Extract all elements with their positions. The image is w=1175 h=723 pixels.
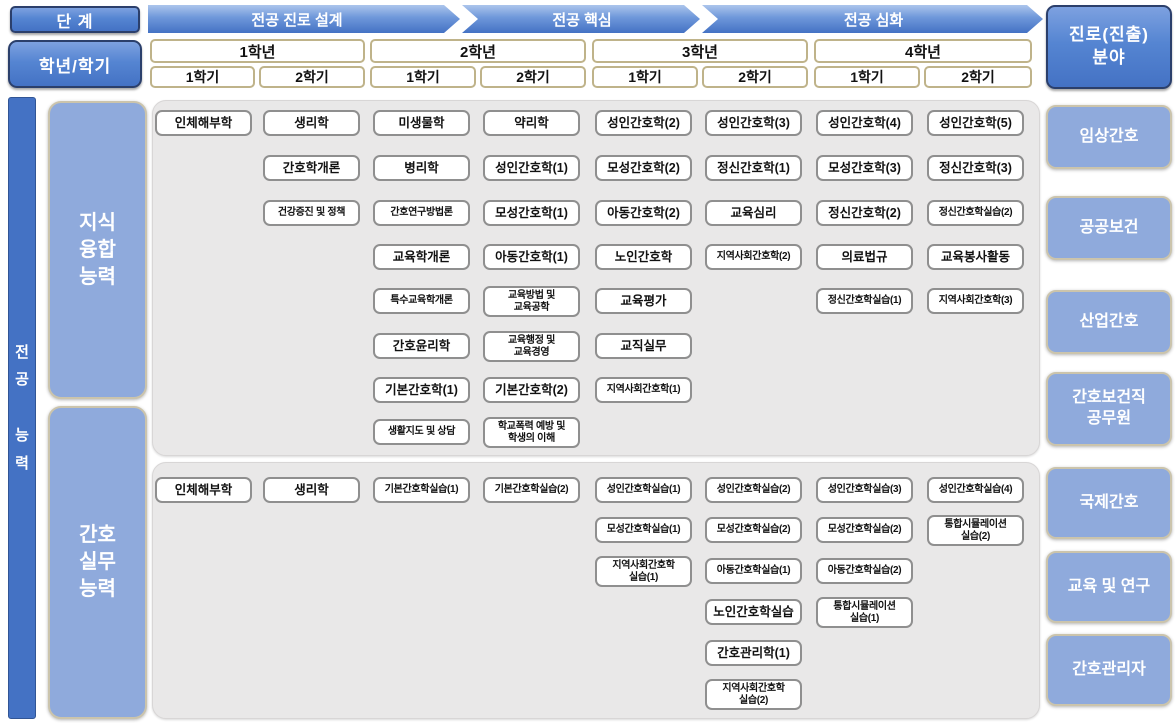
- course-box: 모성간호학실습(2): [705, 517, 802, 543]
- course-box: 모성간호학(2): [595, 155, 692, 181]
- course-box: 인체해부학: [155, 110, 252, 136]
- course-box: 교육학개론: [373, 244, 470, 270]
- stage-arrow-2: 전공 핵심: [462, 5, 700, 33]
- course-box: 기본간호학(2): [483, 377, 580, 403]
- competency-box-2: 간호 실무 능력: [48, 406, 147, 719]
- career-field-box-5: 국제간호: [1046, 467, 1172, 539]
- course-box: 통합시뮬레이션 실습(1): [816, 597, 913, 628]
- course-box: 정신간호학실습(2): [927, 200, 1024, 226]
- course-box: 간호관리학(1): [705, 640, 802, 666]
- course-box: 아동간호학실습(2): [816, 558, 913, 584]
- year-cell-2: 2학년: [370, 39, 586, 63]
- course-box: 모성간호학실습(1): [595, 517, 692, 543]
- year-cell-1: 1학년: [150, 39, 365, 63]
- course-box: 간호연구방법론: [373, 200, 470, 226]
- course-box: 지역사회간호학(1): [595, 377, 692, 403]
- career-field-box-6: 교육 및 연구: [1046, 551, 1172, 623]
- course-box: 교육방법 및 교육공학: [483, 286, 580, 317]
- course-box: 특수교육학개론: [373, 288, 470, 314]
- course-box: 교육행정 및 교육경영: [483, 331, 580, 362]
- course-box: 인체해부학: [155, 477, 252, 503]
- course-box: 건강증진 및 정책: [263, 200, 360, 226]
- course-box: 지역사회간호학(2): [705, 244, 802, 270]
- course-box: 성인간호학실습(4): [927, 477, 1024, 503]
- course-box: 정신간호학(2): [816, 200, 913, 226]
- major-ability-rail: 전 공 능 력: [8, 97, 36, 719]
- semester-cell-1-2: 2학기: [259, 66, 365, 88]
- course-box: 학교폭력 예방 및 학생의 이해: [483, 417, 580, 448]
- year-cell-4: 4학년: [814, 39, 1032, 63]
- course-box: 성인간호학실습(1): [595, 477, 692, 503]
- semester-cell-4-1: 1학기: [814, 66, 920, 88]
- stage-label-box: 단 계: [10, 6, 140, 33]
- course-box: 교육심리: [705, 200, 802, 226]
- career-field-box-2: 공공보건: [1046, 196, 1172, 260]
- course-box: 성인간호학(3): [705, 110, 802, 136]
- panel-nursing-practice: [152, 462, 1040, 719]
- course-box: 기본간호학실습(1): [373, 477, 470, 503]
- course-box: 지역사회간호학(3): [927, 288, 1024, 314]
- course-box: 교육평가: [595, 288, 692, 314]
- course-box: 통합시뮬레이션 실습(2): [927, 515, 1024, 546]
- course-box: 성인간호학(5): [927, 110, 1024, 136]
- course-box: 성인간호학(4): [816, 110, 913, 136]
- course-box: 정신간호학(3): [927, 155, 1024, 181]
- course-box: 아동간호학(1): [483, 244, 580, 270]
- course-box: 의료법규: [816, 244, 913, 270]
- panel-knowledge-fusion: [152, 100, 1040, 456]
- course-box: 기본간호학(1): [373, 377, 470, 403]
- semester-cell-3-1: 1학기: [592, 66, 698, 88]
- career-field-box-3: 산업간호: [1046, 290, 1172, 354]
- course-box: 지역사회간호학 실습(2): [705, 679, 802, 710]
- course-box: 약리학: [483, 110, 580, 136]
- year-cell-3: 3학년: [592, 39, 808, 63]
- semester-cell-3-2: 2학기: [702, 66, 808, 88]
- course-box: 생활지도 및 상담: [373, 419, 470, 445]
- course-box: 성인간호학(1): [483, 155, 580, 181]
- competency-box-1: 지식 융합 능력: [48, 101, 147, 399]
- course-box: 생리학: [263, 110, 360, 136]
- course-box: 노인간호학: [595, 244, 692, 270]
- career-field-box-1: 임상간호: [1046, 105, 1172, 169]
- course-box: 성인간호학(2): [595, 110, 692, 136]
- semester-cell-1-1: 1학기: [150, 66, 255, 88]
- course-box: 간호윤리학: [373, 333, 470, 359]
- course-box: 지역사회간호학 실습(1): [595, 556, 692, 587]
- course-box: 모성간호학(3): [816, 155, 913, 181]
- year-semester-label-box: 학년/학기: [8, 40, 142, 88]
- course-box: 기본간호학실습(2): [483, 477, 580, 503]
- semester-cell-2-2: 2학기: [480, 66, 586, 88]
- course-box: 교육봉사활동: [927, 244, 1024, 270]
- career-field-box-7: 간호관리자: [1046, 634, 1172, 706]
- course-box: 미생물학: [373, 110, 470, 136]
- course-box: 성인간호학실습(2): [705, 477, 802, 503]
- course-box: 노인간호학실습: [705, 599, 802, 625]
- course-box: 병리학: [373, 155, 470, 181]
- career-header-box: 진로(진출) 분야: [1046, 5, 1172, 89]
- course-box: 정신간호학실습(1): [816, 288, 913, 314]
- course-box: 아동간호학실습(1): [705, 558, 802, 584]
- course-box: 생리학: [263, 477, 360, 503]
- career-field-box-4: 간호보건직 공무원: [1046, 372, 1172, 446]
- stage-arrow-1: 전공 진로 설계: [148, 5, 460, 33]
- course-box: 모성간호학(1): [483, 200, 580, 226]
- course-box: 성인간호학실습(3): [816, 477, 913, 503]
- semester-cell-4-2: 2학기: [924, 66, 1032, 88]
- course-box: 정신간호학(1): [705, 155, 802, 181]
- course-box: 모성간호학실습(2): [816, 517, 913, 543]
- course-box: 간호학개론: [263, 155, 360, 181]
- course-box: 교직실무: [595, 333, 692, 359]
- semester-cell-2-1: 1학기: [370, 66, 476, 88]
- stage-arrow-3: 전공 심화: [702, 5, 1043, 33]
- course-box: 아동간호학(2): [595, 200, 692, 226]
